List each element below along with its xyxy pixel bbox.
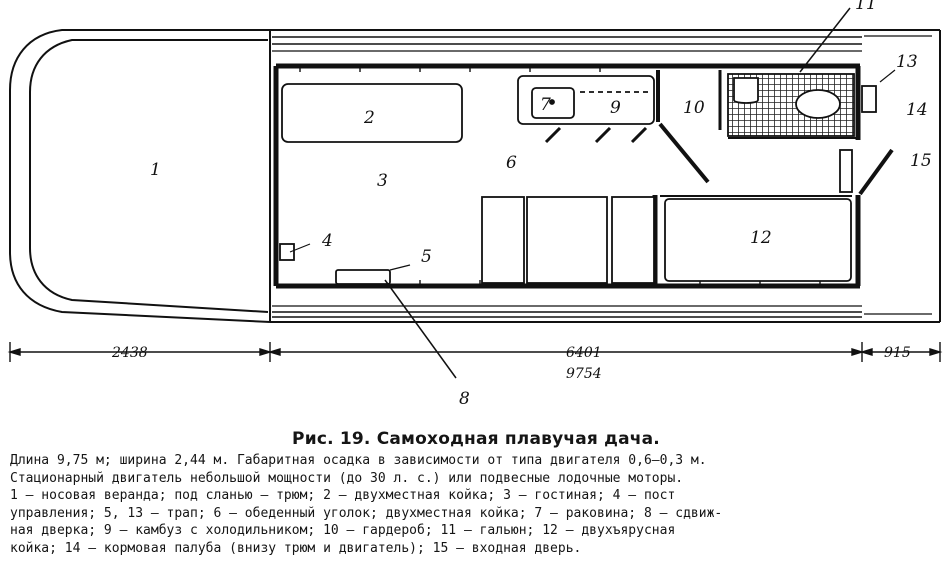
callout-15: 15 <box>910 151 932 171</box>
callout-11: 11 <box>855 0 877 14</box>
callout-13: 13 <box>896 52 918 72</box>
dimension-cabin: 6401 <box>566 345 602 361</box>
callout-14: 14 <box>906 100 928 120</box>
dimension-bow: 2438 <box>111 345 148 361</box>
legend-line: Длина 9,75 м; ширина 2,44 м. Габаритная … <box>10 453 707 468</box>
figure-caption-title: Рис. 19. Самоходная плавучая дача. <box>292 429 660 449</box>
callout-6: 6 <box>506 153 517 173</box>
callout-8: 8 <box>459 389 470 409</box>
gangway-step-5 <box>335 269 391 285</box>
dining-seat-left <box>481 196 525 284</box>
dimension-total: 9754 <box>566 366 602 382</box>
legend-line: управления; 5, 13 — трап; 6 — обеденный … <box>10 505 723 521</box>
callout-5: 5 <box>421 247 432 267</box>
callout-7: 7 <box>540 95 551 115</box>
legend-line: 1 — носовая веранда; под сланью — трюм; … <box>10 488 676 504</box>
legend-line: койка; 14 — кормовая палуба (внизу трюм … <box>10 540 582 556</box>
dining-table <box>526 196 608 284</box>
doors-and-leaders <box>289 7 896 379</box>
callout-10: 10 <box>683 98 705 118</box>
toilet-bowl <box>795 89 841 119</box>
double-berth-2 <box>281 83 463 143</box>
bunk-berth-12 <box>664 198 852 282</box>
dining-seat-right <box>611 196 655 284</box>
callout-3: 3 <box>377 171 388 191</box>
callout-4: 4 <box>321 231 333 251</box>
wardrobe-door <box>839 149 853 193</box>
stern-ladder-13 <box>861 85 877 113</box>
washbasin <box>733 77 759 104</box>
figure-legend: Длина 9,75 м; ширина 2,44 м. Габаритная … <box>10 452 944 558</box>
furniture <box>279 73 877 285</box>
callout-2: 2 <box>363 108 375 128</box>
hull <box>9 29 941 323</box>
dimension-lines <box>7 342 943 362</box>
cabin-walls <box>273 63 861 289</box>
houseboat-floor-plan: 1 2 3 4 5 6 7 8 9 10 11 12 13 14 15 2438… <box>7 0 943 409</box>
steering-post <box>279 243 295 261</box>
callout-9: 9 <box>610 98 621 118</box>
legend-line: ная дверка; 9 — камбуз с холодильником; … <box>10 523 676 539</box>
dimension-stern: 915 <box>884 345 911 361</box>
callout-1: 1 <box>150 160 161 180</box>
callout-12: 12 <box>750 228 772 248</box>
legend-line: Стационарный двигатель небольшой мощност… <box>10 470 684 486</box>
